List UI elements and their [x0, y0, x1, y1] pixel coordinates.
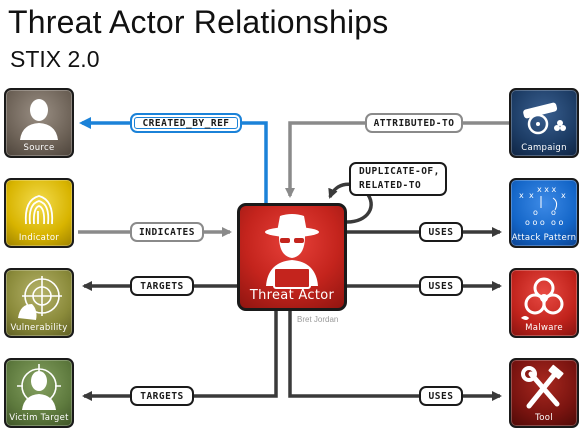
person-crosshair-icon: [17, 364, 61, 410]
campaign-label: Campaign: [521, 143, 567, 153]
wrench-hammer-icon: [521, 364, 564, 409]
svg-text:x x x: x x x: [537, 185, 557, 194]
rel-label-uses-malware: USES: [419, 276, 463, 296]
svg-text:x: x: [561, 191, 566, 200]
person-silhouette-icon: [20, 99, 58, 140]
rel-label-targets-vulnerability: TARGETS: [130, 276, 194, 296]
hacker-icon: [265, 214, 319, 289]
tool-label: Tool: [535, 413, 553, 423]
indicator-node[interactable]: Indicator: [4, 178, 74, 248]
vulnerability-label: Vulnerability: [10, 323, 68, 333]
rel-label-uses-tool: USES: [419, 386, 463, 406]
rel-label-duplicate-related: DUPLICATE-OF, RELATED-TO: [349, 162, 447, 196]
attack-pattern-label: Attack Pattern: [511, 233, 577, 243]
svg-text:x: x: [519, 191, 524, 200]
rel-label-related-to: RELATED-TO: [359, 180, 422, 191]
cannon-icon: [523, 102, 566, 135]
diagram-subtitle: STIX 2.0: [10, 46, 100, 72]
rel-label-attributed-to: ATTRIBUTED-TO: [365, 113, 463, 133]
attack-pattern-node[interactable]: x x x x x x o o o o o o o Attack Pattern: [509, 178, 579, 248]
edge-targets-victim: [82, 311, 278, 401]
rel-label-uses-attack-pattern: USES: [419, 222, 463, 242]
svg-text:o o o: o o o: [525, 218, 545, 227]
svg-text:o o: o o: [551, 218, 563, 227]
campaign-node[interactable]: Campaign: [509, 88, 579, 158]
indicator-label: Indicator: [18, 233, 60, 243]
victim-target-node[interactable]: Victim Target: [4, 358, 74, 428]
play-diagram-icon: x x x x x x o o o o o o o: [519, 185, 566, 227]
vulnerability-node[interactable]: Vulnerability: [4, 268, 74, 338]
threat-actor-label: Threat Actor: [249, 288, 335, 303]
author-credit: Bret Jordan: [297, 315, 339, 324]
source-label: Source: [23, 143, 55, 153]
rel-label-indicates: INDICATES: [130, 222, 204, 242]
malware-node[interactable]: Malware: [509, 268, 579, 338]
rel-label-created-by-ref: CREATED_BY_REF: [130, 113, 242, 133]
edge-created-by-ref: [79, 117, 268, 203]
svg-text:o: o: [551, 208, 556, 217]
source-node[interactable]: Source: [4, 88, 74, 158]
biohazard-icon: [521, 277, 564, 320]
threat-actor-node[interactable]: Threat Actor: [237, 203, 347, 311]
rel-label-duplicate-of: DUPLICATE-OF,: [359, 166, 440, 177]
target-sight-icon: [18, 276, 62, 320]
victim-target-label: Victim Target: [9, 413, 69, 423]
tool-node[interactable]: Tool: [509, 358, 579, 428]
malware-label: Malware: [525, 323, 563, 333]
diagram-title: Threat Actor Relationships: [8, 4, 389, 40]
rel-label-targets-victim: TARGETS: [130, 386, 194, 406]
fingerprint-icon: [24, 195, 54, 225]
svg-text:x: x: [529, 191, 534, 200]
svg-text:o: o: [533, 208, 538, 217]
